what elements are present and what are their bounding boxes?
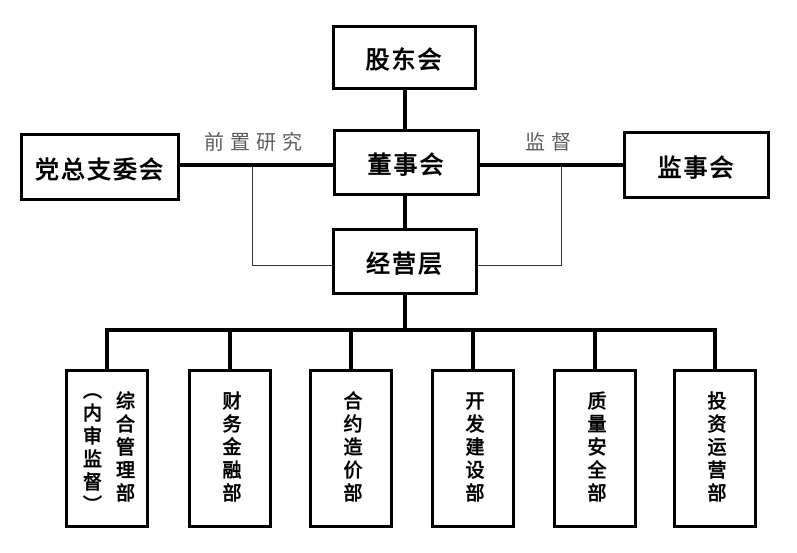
dept-box-contract-cost-text: 合约造价部 — [338, 391, 365, 506]
dept-box-comprehensive-management-text: 综合管理部 （内审监督） — [77, 380, 137, 518]
node-management: 经营层 — [332, 228, 478, 295]
connector-drop-5 — [593, 328, 597, 371]
node-board-of-supervisors: 监事会 — [623, 131, 770, 199]
connector-drop-1 — [105, 328, 109, 371]
connector-drop-4 — [471, 328, 475, 371]
edge-label-pre-research: 前置研究 — [204, 132, 308, 154]
connector-shareholders-board — [403, 88, 407, 131]
connector-party-management-vertical — [252, 167, 253, 266]
node-board-of-directors-label: 董事会 — [367, 152, 446, 179]
dept-box-quality-safety-text: 质量安全部 — [582, 391, 609, 506]
connector-party-management-horizontal — [252, 265, 333, 266]
dept-annotation: （内审监督） — [80, 379, 101, 518]
connector-board-management — [403, 194, 407, 230]
node-management-label: 经营层 — [366, 251, 444, 278]
dept-name: 合约造价部 — [340, 391, 362, 506]
dept-name: 开发建设部 — [462, 391, 484, 506]
connector-bus — [105, 328, 717, 332]
connector-board-supervisors — [478, 163, 624, 167]
dept-name: 综合管理部 — [113, 391, 134, 506]
node-shareholders-label: 股东会 — [365, 47, 444, 74]
dept-name: 投资运营部 — [704, 391, 726, 506]
dept-box-development-construction: 开发建设部 — [431, 369, 515, 528]
connector-supervisors-management-vertical — [561, 167, 562, 266]
dept-box-investment-operations: 投资运营部 — [673, 369, 757, 528]
connector-drop-2 — [228, 328, 232, 371]
connector-drop-3 — [349, 328, 353, 371]
connector-party-board — [179, 163, 335, 167]
dept-name: 财务金融部 — [219, 391, 241, 506]
connector-drop-6 — [713, 328, 717, 371]
connector-management-bus — [403, 293, 407, 330]
edge-label-supervision: 监督 — [525, 132, 577, 154]
dept-box-finance-text: 财务金融部 — [217, 391, 244, 506]
dept-box-quality-safety: 质量安全部 — [553, 369, 637, 528]
connector-supervisors-management-horizontal — [478, 265, 562, 266]
node-board-of-supervisors-label: 监事会 — [657, 154, 736, 182]
dept-box-comprehensive-management: 综合管理部 （内审监督） — [65, 369, 149, 528]
node-board-of-directors: 董事会 — [333, 129, 480, 196]
node-party-committee: 党总支委会 — [20, 133, 180, 201]
node-party-committee-label: 党总支委会 — [35, 156, 165, 184]
node-shareholders: 股东会 — [332, 25, 477, 90]
dept-box-finance: 财务金融部 — [188, 369, 272, 528]
dept-box-investment-operations-text: 投资运营部 — [702, 391, 729, 506]
dept-box-contract-cost: 合约造价部 — [309, 369, 393, 528]
dept-name: 质量安全部 — [584, 391, 606, 506]
dept-box-development-construction-text: 开发建设部 — [460, 391, 487, 506]
